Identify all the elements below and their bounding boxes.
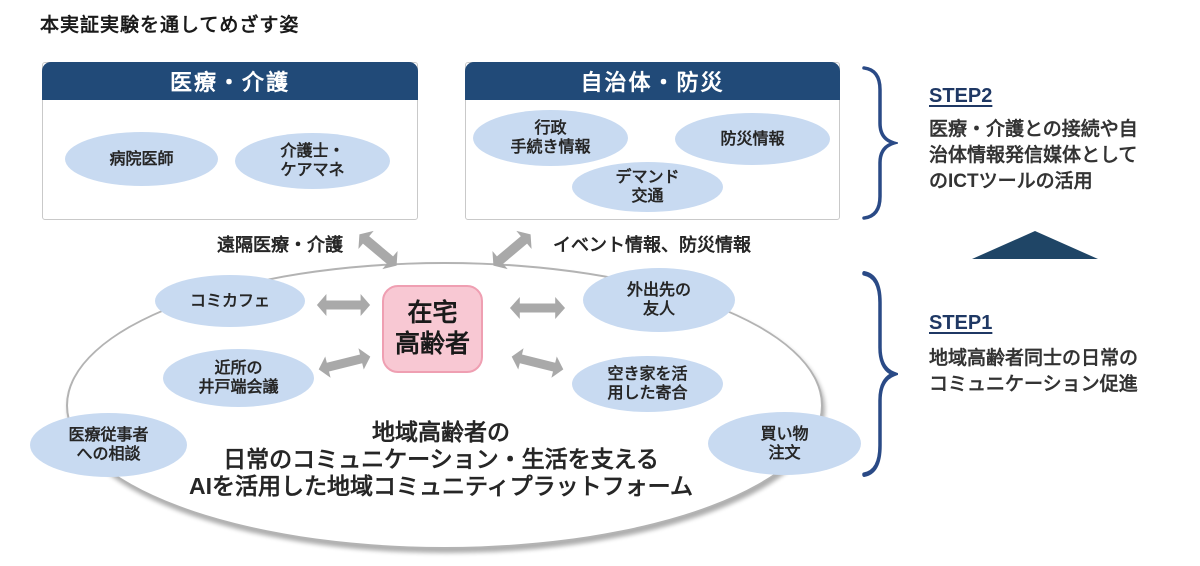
label-remote-medical-care: 遠隔医療・介護 <box>217 235 343 255</box>
double-arrow-icon-friend <box>508 295 567 321</box>
node-admin-procedure-info: 行政 手続き情報 <box>473 110 628 166</box>
node-home-elderly: 在宅 高齢者 <box>382 285 483 373</box>
node-neighborhood-chat: 近所の 井戸端会議 <box>163 349 314 407</box>
brace-icon-step1 <box>858 268 898 480</box>
page-title: 本実証実験を通してめざす姿 <box>40 15 300 36</box>
node-demand-transport: デマンド 交通 <box>572 162 723 212</box>
brace-icon-step2 <box>858 64 898 222</box>
node-shopping-order: 買い物 注文 <box>708 412 861 475</box>
double-arrow-icon-remote-medical <box>349 223 407 278</box>
double-arrow-icon-municipal-info <box>483 223 541 278</box>
medical-care-header: 医療・介護 <box>42 62 418 100</box>
double-arrow-icon-cafe <box>315 292 372 318</box>
node-friends-away: 外出先の 友人 <box>583 268 735 332</box>
node-vacant-house-gathering: 空き家を活 用した寄合 <box>572 356 723 412</box>
node-community-cafe: コミカフェ <box>155 275 305 327</box>
node-hospital-doctor: 病院医師 <box>65 132 218 186</box>
community-platform-caption: 地域高齢者の 日常のコミュニケーション・生活を支える AIを活用した地域コミュニ… <box>189 419 693 499</box>
step1-description: 地域高齢者同士の日常の コミュニケーション促進 <box>929 348 1139 395</box>
step1-title: STEP1 <box>929 312 993 334</box>
up-triangle-icon <box>972 231 1098 259</box>
node-caregiver-caremanager: 介護士・ ケアマネ <box>235 133 390 189</box>
node-medical-staff-consult: 医療従事者 への相談 <box>30 413 187 477</box>
step2-description: 医療・介護との接続や自 治体情報発信媒体として のICTツールの活用 <box>929 119 1138 192</box>
label-event-disaster-info: イベント情報、防災情報 <box>553 235 751 255</box>
double-arrow-icon-neighbor <box>314 343 376 382</box>
step2-title: STEP2 <box>929 85 993 107</box>
municipality-disaster-header: 自治体・防災 <box>465 62 840 100</box>
double-arrow-icon-vacant-house <box>507 343 569 382</box>
node-disaster-info: 防災情報 <box>675 113 830 165</box>
